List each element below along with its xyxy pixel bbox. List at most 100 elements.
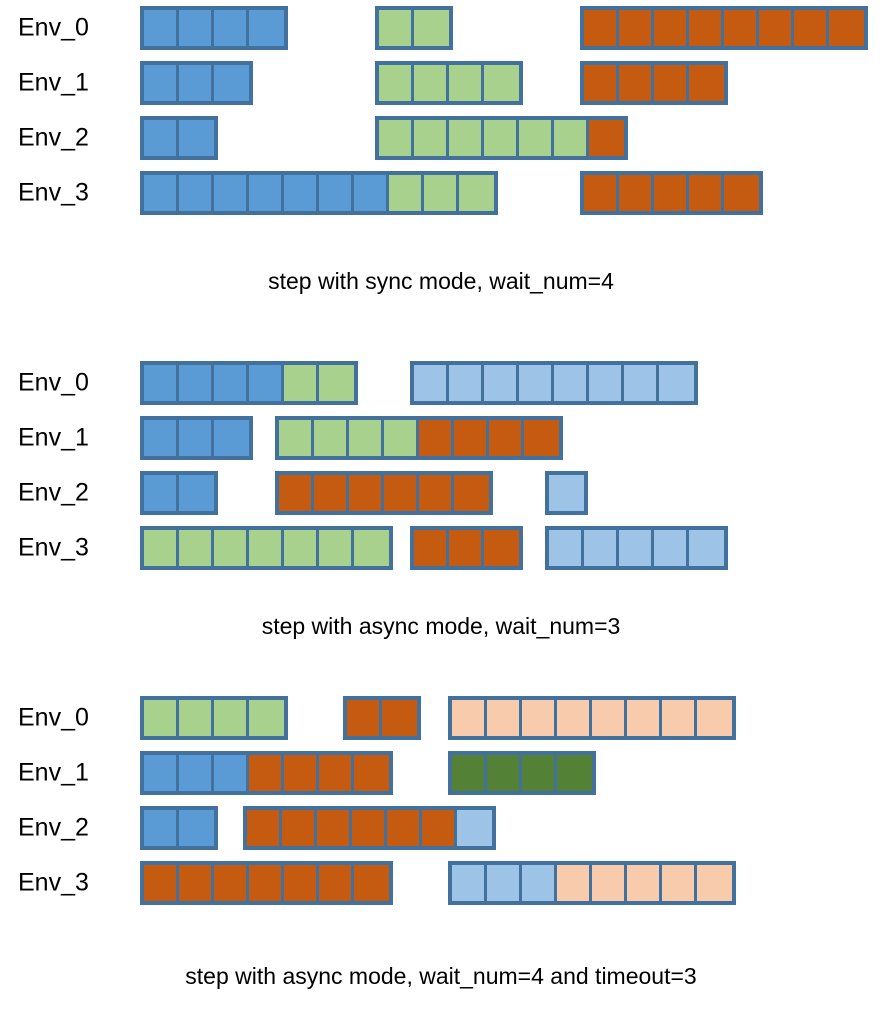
step-cell-green bbox=[314, 420, 349, 456]
step-cell-orange bbox=[489, 420, 524, 456]
step-cell-blue bbox=[249, 10, 284, 46]
step-cell-light-blue bbox=[554, 365, 589, 401]
step-cell-blue bbox=[284, 175, 319, 211]
step-cell-blue bbox=[144, 65, 179, 101]
step-cell-blue bbox=[249, 365, 284, 401]
step-block bbox=[243, 806, 496, 850]
step-cell-green bbox=[379, 10, 414, 46]
step-block bbox=[410, 526, 523, 570]
row-label-env_1: Env_1 bbox=[18, 423, 89, 452]
row-label-env_3: Env_3 bbox=[18, 868, 89, 897]
timeline-row: Env_1 bbox=[0, 750, 882, 796]
step-block bbox=[140, 471, 218, 515]
step-cell-blue bbox=[214, 365, 249, 401]
step-cell-orange bbox=[449, 530, 484, 566]
step-block bbox=[140, 861, 393, 905]
timeline-row: Env_1 bbox=[0, 415, 882, 461]
step-block bbox=[545, 526, 728, 570]
step-cell-blue bbox=[214, 175, 249, 211]
timeline-row: Env_2 bbox=[0, 805, 882, 851]
timeline-row: Env_1 bbox=[0, 60, 882, 106]
step-cell-blue bbox=[179, 810, 214, 846]
row-label-env_1: Env_1 bbox=[18, 68, 89, 97]
step-cell-orange bbox=[179, 865, 214, 901]
step-cell-green bbox=[414, 10, 449, 46]
step-cell-light-blue bbox=[452, 865, 487, 901]
step-cell-orange bbox=[584, 65, 619, 101]
step-cell-light-blue bbox=[654, 530, 689, 566]
step-cell-blue bbox=[179, 175, 214, 211]
step-cell-orange bbox=[384, 475, 419, 511]
step-cell-blue bbox=[144, 420, 179, 456]
step-cell-green bbox=[484, 120, 519, 156]
step-block bbox=[140, 526, 393, 570]
step-cell-green bbox=[424, 175, 459, 211]
step-cell-blue bbox=[214, 420, 249, 456]
step-cell-blue bbox=[354, 175, 389, 211]
step-cell-blue bbox=[144, 365, 179, 401]
row-label-env_3: Env_3 bbox=[18, 178, 89, 207]
step-cell-green bbox=[349, 420, 384, 456]
step-cell-green bbox=[519, 120, 554, 156]
step-block bbox=[448, 861, 736, 905]
step-block bbox=[375, 61, 523, 105]
step-cell-peach bbox=[557, 865, 592, 901]
step-cell-light-blue bbox=[457, 810, 492, 846]
step-cell-orange bbox=[347, 700, 382, 736]
step-cell-green bbox=[144, 530, 179, 566]
step-cell-green bbox=[414, 120, 449, 156]
step-block bbox=[140, 416, 253, 460]
step-cell-light-blue bbox=[549, 475, 584, 511]
step-cell-green bbox=[379, 65, 414, 101]
step-cell-orange bbox=[319, 865, 354, 901]
step-cell-orange bbox=[524, 420, 559, 456]
step-cell-orange bbox=[689, 175, 724, 211]
step-cell-orange bbox=[247, 810, 282, 846]
step-cell-orange bbox=[654, 10, 689, 46]
step-cell-green bbox=[384, 420, 419, 456]
step-cell-green bbox=[179, 700, 214, 736]
step-cell-dark-green bbox=[487, 755, 522, 791]
step-cell-orange bbox=[249, 755, 284, 791]
step-cell-orange bbox=[619, 65, 654, 101]
step-block bbox=[343, 696, 421, 740]
step-cell-green bbox=[414, 65, 449, 101]
row-label-env_0: Env_0 bbox=[18, 703, 89, 732]
step-cell-orange bbox=[319, 755, 354, 791]
panel-caption-panel-async-wait4-timeout3: step with async mode, wait_num=4 and tim… bbox=[185, 963, 697, 989]
step-cell-green bbox=[284, 365, 319, 401]
step-cell-blue bbox=[214, 10, 249, 46]
step-block bbox=[140, 361, 358, 405]
step-cell-orange bbox=[794, 10, 829, 46]
step-block bbox=[545, 471, 588, 515]
step-cell-green bbox=[319, 365, 354, 401]
step-cell-peach bbox=[697, 865, 732, 901]
timeline-row: Env_3 bbox=[0, 525, 882, 571]
step-cell-green bbox=[179, 530, 214, 566]
step-cell-orange bbox=[454, 475, 489, 511]
step-cell-green bbox=[554, 120, 589, 156]
step-cell-green bbox=[459, 175, 494, 211]
row-label-env_0: Env_0 bbox=[18, 13, 89, 42]
row-label-env_3: Env_3 bbox=[18, 533, 89, 562]
step-cell-green bbox=[144, 700, 179, 736]
step-cell-peach bbox=[557, 700, 592, 736]
step-cell-blue bbox=[179, 475, 214, 511]
step-cell-orange bbox=[284, 865, 319, 901]
timeline-row: Env_0 bbox=[0, 695, 882, 741]
step-cell-orange bbox=[282, 810, 317, 846]
row-label-env_2: Env_2 bbox=[18, 123, 89, 152]
step-cell-orange bbox=[484, 530, 519, 566]
step-cell-blue bbox=[214, 755, 249, 791]
step-cell-orange bbox=[419, 475, 454, 511]
step-cell-blue bbox=[179, 365, 214, 401]
step-cell-green bbox=[379, 120, 414, 156]
step-cell-blue bbox=[179, 65, 214, 101]
step-cell-orange bbox=[382, 700, 417, 736]
step-cell-blue bbox=[179, 120, 214, 156]
step-block bbox=[375, 116, 628, 160]
step-cell-peach bbox=[592, 865, 627, 901]
step-cell-dark-green bbox=[522, 755, 557, 791]
panel-caption-panel-async-wait3: step with async mode, wait_num=3 bbox=[261, 613, 621, 639]
step-cell-light-blue bbox=[449, 365, 484, 401]
